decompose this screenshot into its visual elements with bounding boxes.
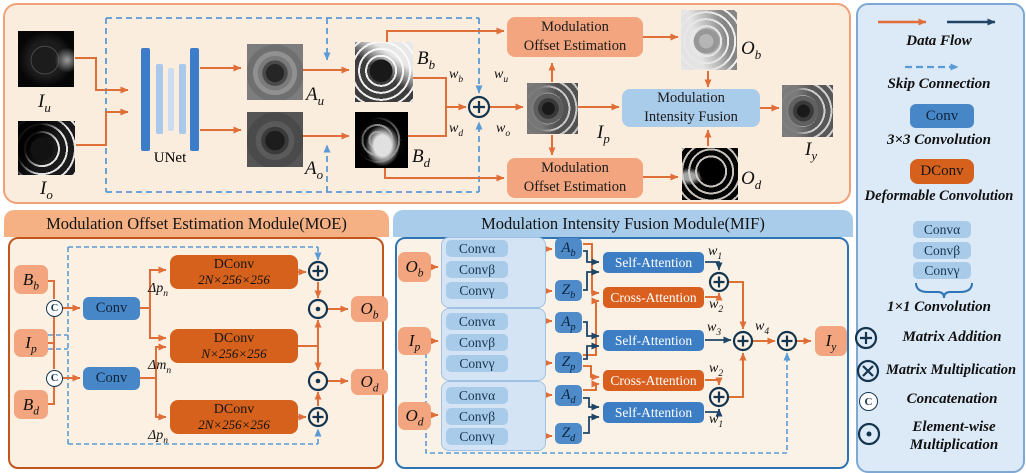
feature-Zd: Zd [555, 423, 582, 444]
label-w1: w1 [708, 244, 723, 262]
label-Au: Au [306, 84, 325, 108]
self-attention-box: Self-Attention [603, 402, 704, 423]
unet-layer-bar [179, 64, 186, 134]
legend-matrix-multiplication-label: Matrix Multiplication [885, 362, 1017, 378]
conv-alpha-pill: Convα [446, 313, 508, 330]
label-w4: w4 [755, 319, 770, 337]
feature-Zp: Zp [555, 352, 582, 373]
conv-gamma-pill: Convγ [446, 282, 508, 299]
feature-Ab: Ab [555, 238, 582, 259]
label-Iu: Iu [38, 91, 51, 115]
image-Ob [681, 10, 737, 70]
label-delta-p1: Δpn [148, 281, 168, 299]
label-Bb: Bb [417, 48, 436, 72]
legend-elementwise-label-line1: Element-wise [912, 419, 996, 435]
image-Au [247, 44, 303, 100]
moe-input-Bd: Bd [14, 390, 48, 419]
label-Ip: Ip [597, 122, 610, 146]
moe-input-Ip: Ip [14, 329, 48, 357]
mif-output-Iy: Iy [815, 326, 847, 356]
self-attention-box: Self-Attention [603, 252, 704, 273]
label-w1: w1 [709, 412, 724, 430]
image-Od [682, 148, 738, 200]
label-delta-p2: Δpn [148, 428, 168, 446]
cross-attention-box: Cross-Attention [603, 370, 704, 391]
legend-matrix-addition-label: Matrix Addition [902, 329, 1002, 345]
conv-beta-pill: Convβ [446, 408, 508, 425]
legend-data-flow-label: Data Flow [906, 33, 972, 49]
legend-dconv-desc: Deformable Convolution [864, 188, 1014, 204]
mif-module-title-bar: Modulation Intensity Fusion Module(MIF) [393, 210, 853, 237]
concatenation-icon: C [46, 300, 63, 317]
image-Iy [782, 85, 833, 137]
legend-conv-beta-pill: Convβ [913, 242, 971, 259]
legend-conv1x1-desc: 1×1 Convolution [887, 299, 991, 315]
label-delta-m: Δmn [148, 358, 172, 376]
conv-alpha-pill: Convα [446, 387, 508, 404]
self-attention-box: Self-Attention [603, 330, 704, 351]
moe-conv-box-1: Conv [83, 297, 140, 320]
legend-conv-pill: Conv [910, 104, 974, 128]
conv-alpha-pill: Convα [446, 240, 508, 257]
image-Bb [355, 42, 413, 102]
label-Iy: Iy [805, 139, 818, 163]
unet-label: UNet [153, 150, 187, 166]
label-Od: Od [741, 168, 762, 192]
mif-input-Ip: Ip [398, 327, 431, 355]
concatenation-icon: C [46, 370, 63, 387]
legend-concatenation-label: Concatenation [906, 391, 998, 407]
legend-panel [856, 3, 1025, 473]
image-Iu [18, 31, 74, 87]
label-Io: Io [40, 178, 53, 202]
legend-dconv-pill: DConv [910, 159, 974, 184]
image-Bd [355, 112, 408, 168]
moe-output-Ob: Ob [351, 296, 388, 322]
concatenation-icon: C [859, 392, 878, 411]
moe-module-title-bar: Modulation Offset Estimation Module(MOE) [4, 210, 389, 237]
unet-layer-bar [156, 64, 163, 134]
conv-gamma-pill: Convγ [446, 428, 508, 445]
label-wd: wd [449, 121, 464, 139]
unet-decoder-bar [190, 48, 199, 151]
label-wo: wo [496, 121, 511, 139]
cross-attention-box: Cross-Attention [603, 287, 704, 308]
mif-module-title: Modulation Intensity Fusion Module(MIF) [481, 213, 765, 233]
feature-Ad: Ad [555, 385, 582, 406]
image-Ip [527, 83, 578, 134]
moe-module-title: Modulation Offset Estimation Module(MOE) [46, 213, 347, 233]
label-Ao: Ao [305, 158, 324, 182]
mif-input-Ob: Ob [398, 252, 431, 282]
label-w2: w2 [709, 361, 724, 379]
legend-conv-desc: 3×3 Convolution [887, 132, 991, 148]
label-w3: w3 [707, 320, 722, 338]
label-wb: wb [449, 67, 464, 85]
feature-Ap: Ap [555, 312, 582, 333]
unet-encoder-bar [141, 48, 150, 151]
moe-conv-box-2: Conv [83, 367, 140, 390]
label-w2: w2 [709, 297, 724, 315]
image-Ao [247, 112, 303, 167]
image-Io [18, 121, 75, 175]
mif-input-Od: Od [398, 402, 431, 430]
feature-Zb: Zb [555, 280, 582, 301]
moe-input-Bb: Bb [14, 265, 48, 294]
legend-skip-connection-label: Skip Connection [887, 76, 991, 92]
label-Bd: Bd [412, 146, 431, 170]
legend-conv-gamma-pill: Convγ [913, 262, 971, 279]
moe-output-Od: Od [351, 369, 388, 395]
conv-beta-pill: Convβ [446, 334, 508, 351]
label-Ob: Ob [741, 38, 762, 62]
unet-bottleneck-bar [168, 68, 174, 131]
conv-beta-pill: Convβ [446, 261, 508, 278]
legend-elementwise-label-line2: Multiplication [909, 437, 999, 453]
label-wu: wu [494, 67, 509, 85]
legend-conv-alpha-pill: Convα [913, 221, 971, 238]
conv-gamma-pill: Convγ [446, 355, 508, 372]
